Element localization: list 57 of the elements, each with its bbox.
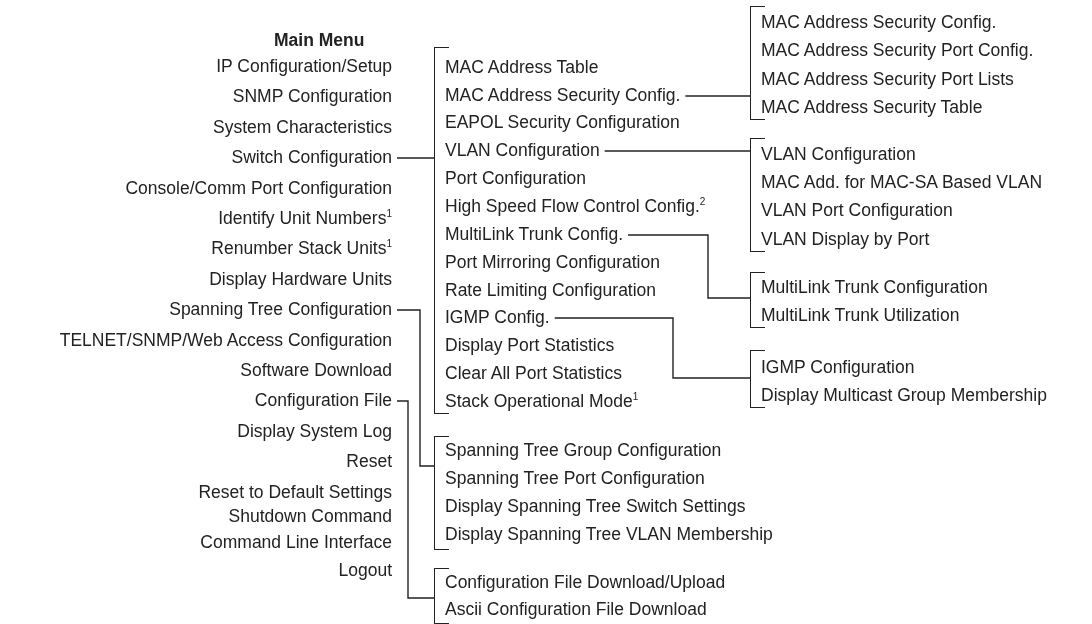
connector-line [554,317,751,379]
menu-item: Display Spanning Tree Switch Settings [445,495,746,517]
menu-item: MAC Address Table [445,56,599,78]
menu-item: Reset [346,450,392,472]
menu-item: VLAN Port Configuration [761,199,953,221]
menu-item: IP Configuration/Setup [216,55,392,77]
connector-line [396,309,435,467]
menu-item: IGMP Configuration [761,356,915,378]
menu-item: Display Hardware Units [209,268,392,290]
menu-item: Switch Configuration [231,146,392,168]
menu-item: Configuration File Download/Upload [445,571,726,593]
menu-item: Renumber Stack Units$^{1}$ [211,237,392,259]
connector-line [396,157,435,159]
menu-item: Command Line Interface [200,531,392,553]
menu-item: High Speed Flow Control Config.$^{2}$ [445,195,706,217]
menu-item: IGMP Config. [445,306,550,328]
menu-item: Spanning Tree Group Configuration [445,439,722,461]
menu-item: MAC Add. for MAC-SA Based VLAN [761,171,1043,193]
menu-item: Port Mirroring Configuration [445,251,660,273]
menu-item: MultiLink Trunk Config. [445,223,623,245]
connector-line [627,234,751,299]
connector-line [396,400,435,599]
menu-item: Spanning Tree Configuration [169,298,392,320]
menu-item: Reset to Default Settings [198,481,392,503]
menu-item: MultiLink Trunk Utilization [761,304,960,326]
menu-item: Display Port Statistics [445,334,615,356]
menu-item: MAC Address Security Port Config. [761,39,1034,61]
menu-item: MAC Address Security Config. [761,11,997,33]
menu-item: MultiLink Trunk Configuration [761,276,988,298]
menu-item: Port Configuration [445,167,587,189]
menu-item: TELNET/SNMP/Web Access Configuration [59,329,392,351]
menu-item: Clear All Port Statistics [445,362,622,384]
connector-line [684,95,751,97]
menu-item: Display Spanning Tree VLAN Membership [445,523,773,545]
menu-item: EAPOL Security Configuration [445,111,680,133]
menu-item: SNMP Configuration [232,85,392,107]
menu-item: Configuration File [254,389,392,411]
menu-item: System Characteristics [213,116,392,138]
menu-item: Display System Log [237,420,392,442]
menu-item: MAC Address Security Table [761,96,983,118]
menu-item: VLAN Configuration [445,139,600,161]
menu-item: Software Download [240,359,392,381]
menu-item: Shutdown Command [228,505,392,527]
menu-item: Logout [338,559,392,581]
menu-item: Ascii Configuration File Download [445,598,707,620]
menu-item: MAC Address Security Port Lists [761,68,1014,90]
menu-title: Main Menu [274,29,365,51]
menu-item: VLAN Display by Port [761,228,930,250]
connector-line [603,150,751,152]
menu-item: Spanning Tree Port Configuration [445,467,705,489]
menu-item: Console/Comm Port Configuration [125,177,392,199]
menu-item: Stack Operational Mode$^{1}$ [445,390,639,412]
menu-item: VLAN Configuration [761,143,916,165]
menu-item: Identify Unit Numbers$^{1}$ [218,207,392,229]
menu-item: Display Multicast Group Membership [761,384,1047,406]
menu-item: Rate Limiting Configuration [445,279,657,301]
menu-item: MAC Address Security Config. [445,84,681,106]
